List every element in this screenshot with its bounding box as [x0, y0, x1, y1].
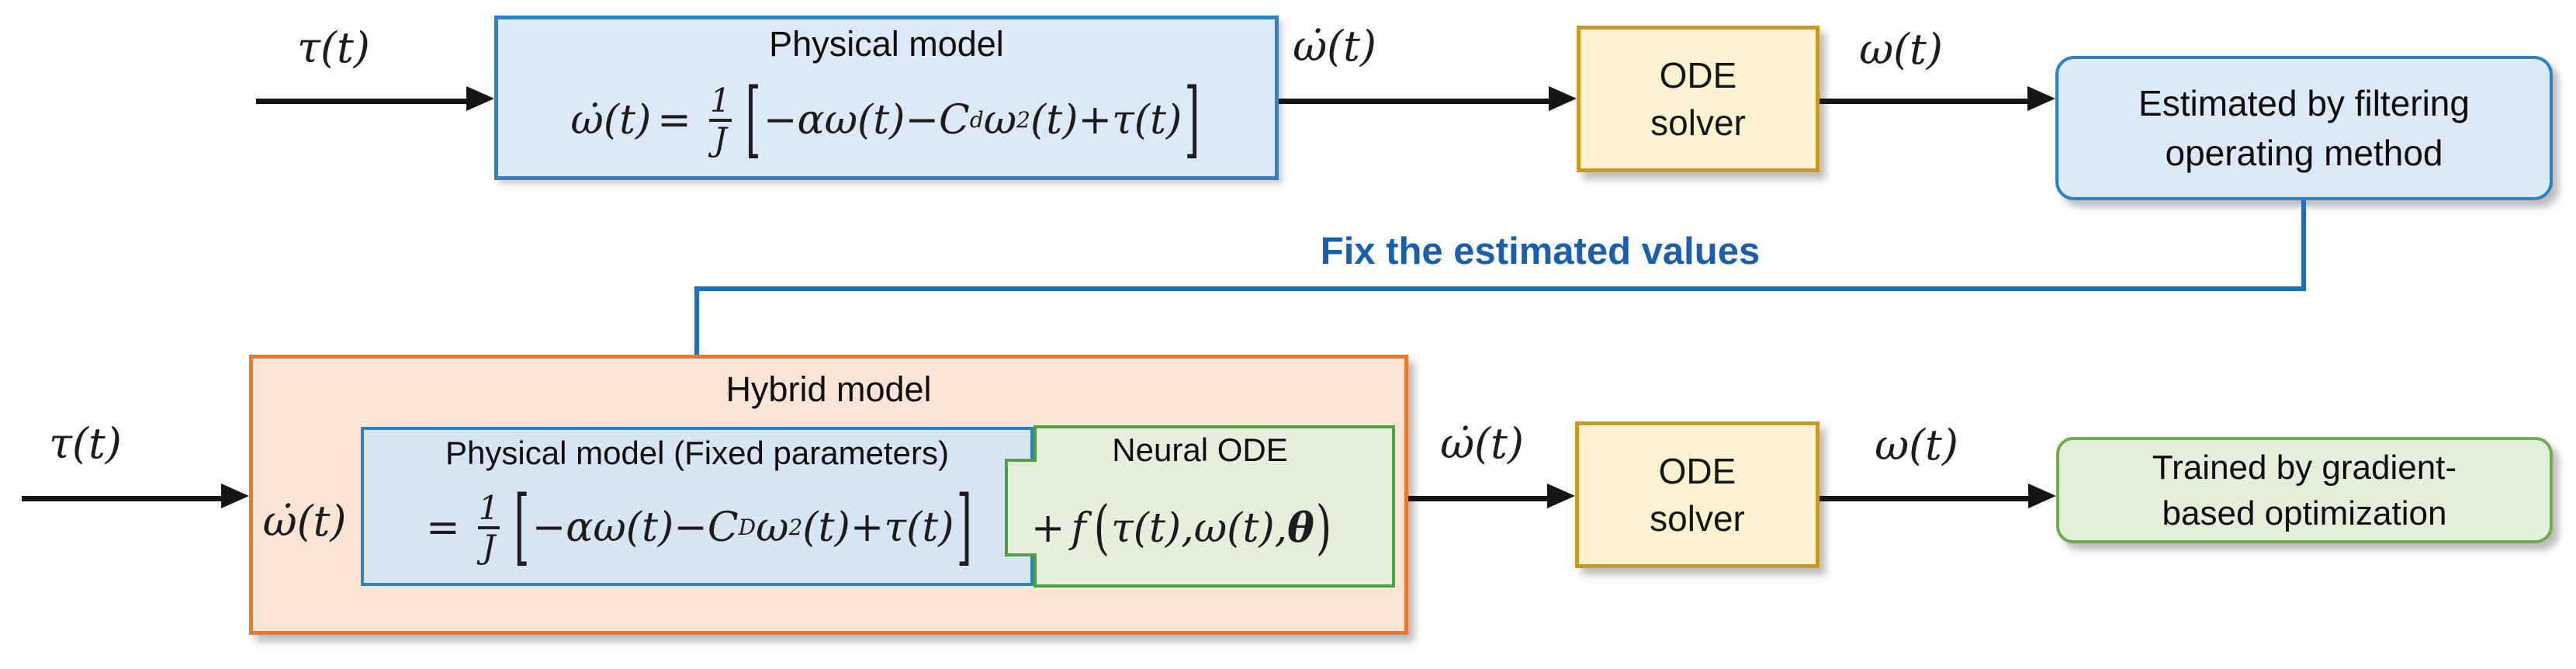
- eq-top-open-bracket: [: [745, 72, 761, 168]
- ode-solver-box-top: ODE solver: [1577, 26, 1819, 172]
- ode-solver-top-line2: solver: [1650, 102, 1746, 143]
- trained-line1: Trained by gradient-: [2152, 448, 2457, 487]
- hybrid-equation-lhs: ω̇(t): [262, 497, 347, 546]
- eq-neural-theta: θ: [1287, 504, 1314, 552]
- physical-model-fixed-box: Physical model (Fixed parameters) = 1 J …: [361, 427, 1034, 586]
- eq-hyb-fraction: 1 J: [474, 490, 504, 565]
- arrow-top-input-line: [256, 99, 469, 104]
- hybrid-model-title: Hybrid model: [725, 369, 932, 409]
- ode-solver-top-line1: ODE: [1659, 54, 1737, 95]
- eq-neural-f: f: [1071, 504, 1086, 552]
- arrow-top-omega-line: [1819, 99, 2031, 104]
- bottom-omega-label: ω(t): [1875, 421, 1958, 470]
- eq-hyb-denominator: J: [477, 525, 500, 565]
- physical-model-equation: ω̇(t) = 1 J [ −αω(t)−C d ω 2 (t)+τ(t) ]: [570, 72, 1200, 168]
- eq-hyb-term1: −αω(t)−C: [531, 504, 739, 551]
- connector-vertical-left: [694, 286, 699, 405]
- eq-hyb-term3: (t)+τ(t): [802, 504, 954, 551]
- eq-top-lhs: ω̇(t): [570, 97, 652, 144]
- arrow-top-input-head: [466, 86, 494, 111]
- eq-top-close-bracket: ]: [1184, 72, 1200, 168]
- arrow-top-deriv-head: [1549, 86, 1577, 111]
- arrow-bottom-omega-head: [2028, 484, 2056, 508]
- arrow-bottom-omega-line: [1819, 496, 2031, 501]
- eq-hyb-close-bracket: ]: [956, 480, 972, 575]
- arrow-bottom-input-head: [221, 484, 249, 508]
- ode-solver-bottom-line2: solver: [1650, 497, 1745, 539]
- arrow-bottom-input-line: [22, 496, 224, 501]
- eq-hyb-numerator: 1: [478, 488, 500, 527]
- eq-top-term2: ω: [983, 97, 1017, 144]
- top-input-torque-label: τ(t): [297, 23, 370, 72]
- eq-neural-close-paren: ): [1315, 494, 1332, 562]
- bottom-deriv-label: ω̇(t): [1440, 419, 1524, 468]
- neural-ode-box-outline: [1005, 425, 1395, 588]
- eq-neural-open-paren: (: [1093, 494, 1110, 562]
- eq-hyb-equals: =: [426, 504, 460, 551]
- physical-model-box: Physical model ω̇(t) = 1 J [ −αω(t)−C d …: [494, 16, 1279, 180]
- connector-horizontal: [694, 286, 2306, 291]
- ode-solver-bottom-line1: ODE: [1658, 450, 1736, 491]
- eq-top-numerator: 1: [709, 81, 731, 120]
- neural-ode-box: [1005, 425, 1395, 588]
- eq-neural-args: τ(t),ω(t),: [1110, 504, 1288, 552]
- fix-estimated-values-label: Fix the estimated values: [1320, 231, 1761, 272]
- eq-hyb-open-bracket: [: [514, 480, 530, 575]
- neural-ode-content: Neural ODE + f ( τ(t),ω(t), θ ): [1005, 425, 1395, 588]
- physical-model-fixed-title: Physical model (Fixed parameters): [445, 435, 949, 471]
- arrow-bottom-deriv-line: [1408, 496, 1550, 501]
- arrow-top-omega-head: [2027, 86, 2055, 111]
- top-omega-label: ω(t): [1859, 25, 1943, 74]
- eq-neural-plus: +: [1030, 504, 1065, 552]
- arrow-top-deriv-line: [1279, 99, 1552, 104]
- connector-vertical-right: [2301, 200, 2306, 291]
- bottom-input-torque-label: τ(t): [49, 419, 122, 468]
- estimated-line1: Estimated by filtering: [2138, 83, 2470, 123]
- eq-top-denominator: J: [708, 119, 732, 158]
- neural-ode-equation: + f ( τ(t),ω(t), θ ): [987, 469, 1377, 588]
- physical-model-fixed-equation: = 1 J [ −αω(t)−C D ω 2 (t)+τ(t) ]: [426, 480, 972, 575]
- trained-line2: based optimization: [2162, 494, 2447, 532]
- physical-model-title: Physical model: [769, 24, 1004, 64]
- eq-top-fraction: 1 J: [705, 83, 736, 158]
- neural-ode-title: Neural ODE: [1112, 432, 1288, 468]
- top-deriv-label: ω̇(t): [1293, 22, 1376, 71]
- arrow-bottom-deriv-head: [1547, 484, 1575, 508]
- ode-solver-box-bottom: ODE solver: [1575, 421, 1819, 568]
- eq-hyb-term2: ω: [756, 504, 789, 551]
- estimated-by-filtering-box: Estimated by filtering operating method: [2055, 56, 2553, 200]
- eq-top-equals: =: [657, 97, 691, 144]
- estimated-line2: operating method: [2165, 133, 2443, 173]
- eq-top-term1: −αω(t)−C: [763, 97, 970, 144]
- eq-top-term3: (t)+τ(t): [1030, 97, 1182, 144]
- trained-by-gradient-box: Trained by gradient- based optimization: [2056, 437, 2553, 543]
